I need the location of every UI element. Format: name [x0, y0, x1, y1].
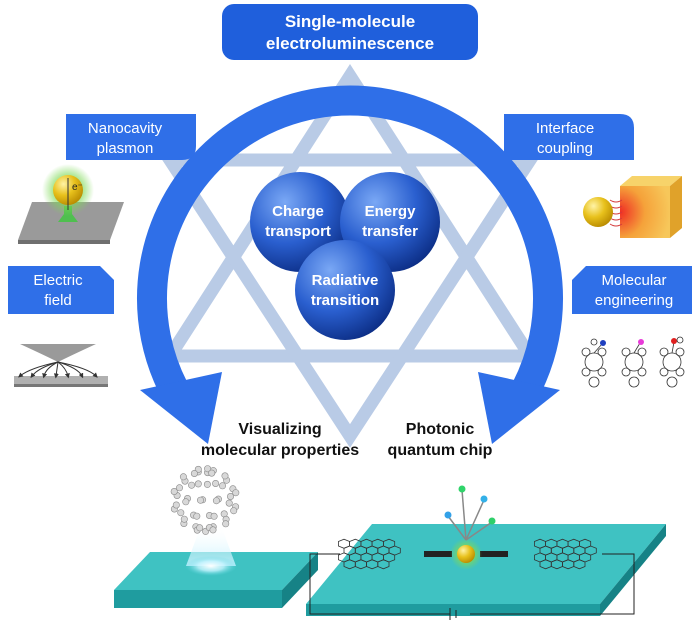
fullerene-atom [182, 498, 190, 506]
molecular-line-1: Molecular [601, 272, 666, 289]
sphere-radiative-transition [295, 240, 395, 340]
fullerene-atom [227, 492, 235, 500]
label-molecular-engineering: Molecular engineering [572, 266, 692, 314]
charge-line-1: Charge [272, 203, 324, 220]
label-interface-coupling: Interface coupling [504, 114, 634, 160]
molecular-line-2: engineering [595, 292, 673, 309]
title-box: Single-molecule electroluminescence [222, 4, 478, 60]
fullerene-atom [203, 480, 211, 488]
fullerene-atom [221, 472, 229, 480]
fullerene-atom [208, 469, 216, 477]
radiative-line-2: transition [311, 292, 379, 309]
fullerene-atom [188, 481, 196, 489]
right-arc-arrowhead [478, 372, 560, 444]
fullerene-atom [212, 497, 220, 505]
fullerene-atom [209, 526, 217, 534]
visualizing-line-2: molecular properties [201, 442, 359, 459]
nanocavity-line-2: plasmon [97, 140, 154, 157]
title-line-2: electroluminescence [266, 34, 434, 53]
fullerene-atom [230, 507, 238, 515]
fullerene-atom [190, 469, 198, 477]
fullerene-atom [210, 512, 218, 520]
title-line-1: Single-molecule [285, 12, 415, 31]
carbon-ring [573, 559, 586, 570]
graphene-nanoribbon-chip-icon [306, 485, 666, 620]
interface-line-2: coupling [537, 140, 593, 157]
stm-tip-sphere-icon: e⁻ [18, 164, 124, 244]
fullerene-atom [194, 480, 202, 488]
fullerene-atom [177, 509, 185, 517]
left-arc-arrowhead [140, 372, 222, 444]
interface-line-1: Interface [536, 120, 594, 137]
fullerene-atom [222, 520, 230, 528]
label-electric-field: Electric field [8, 266, 114, 314]
electric-line-2: field [44, 292, 72, 309]
electron-label: e⁻ [72, 182, 83, 193]
electric-field-lines-icon [14, 344, 108, 387]
radiative-line-1: Radiative [312, 272, 379, 289]
label-visualizing: Visualizing molecular properties [201, 421, 359, 459]
fullerene-atom [170, 487, 178, 495]
photonic-line-2: quantum chip [388, 442, 493, 459]
fullerene-atom [204, 465, 212, 473]
carbon-ring [377, 559, 390, 570]
gold-sphere-cube-icon [583, 176, 682, 238]
central-spheres: Charge transport Energy transfer Radiati… [250, 172, 440, 340]
cycle-arc [137, 85, 563, 444]
fullerene-atom [225, 499, 233, 507]
fullerene-atom [180, 515, 188, 523]
fullerene-atom [219, 482, 227, 490]
label-photonic: Photonic quantum chip [388, 421, 493, 459]
electric-line-1: Electric [33, 272, 83, 289]
fullerene-icon [114, 465, 318, 608]
label-nanocavity-plasmon: Nanocavity plasmon [66, 114, 196, 160]
charge-line-2: transport [265, 223, 331, 240]
fullerene-atom [176, 484, 184, 492]
fullerene-atom [212, 479, 220, 487]
nanocavity-line-1: Nanocavity [88, 120, 163, 137]
energy-line-2: transfer [362, 223, 418, 240]
porphyrin-molecule-icon [581, 336, 685, 388]
fullerene-atom [172, 501, 180, 509]
visualizing-line-1: Visualizing [238, 421, 321, 438]
fullerene-atom [193, 512, 201, 520]
fullerene-atom [232, 489, 240, 497]
energy-line-1: Energy [365, 203, 417, 220]
fullerene-atom [197, 496, 205, 504]
fullerene-atom [179, 473, 187, 481]
photonic-line-1: Photonic [406, 421, 475, 438]
fullerene-atom [196, 524, 204, 532]
